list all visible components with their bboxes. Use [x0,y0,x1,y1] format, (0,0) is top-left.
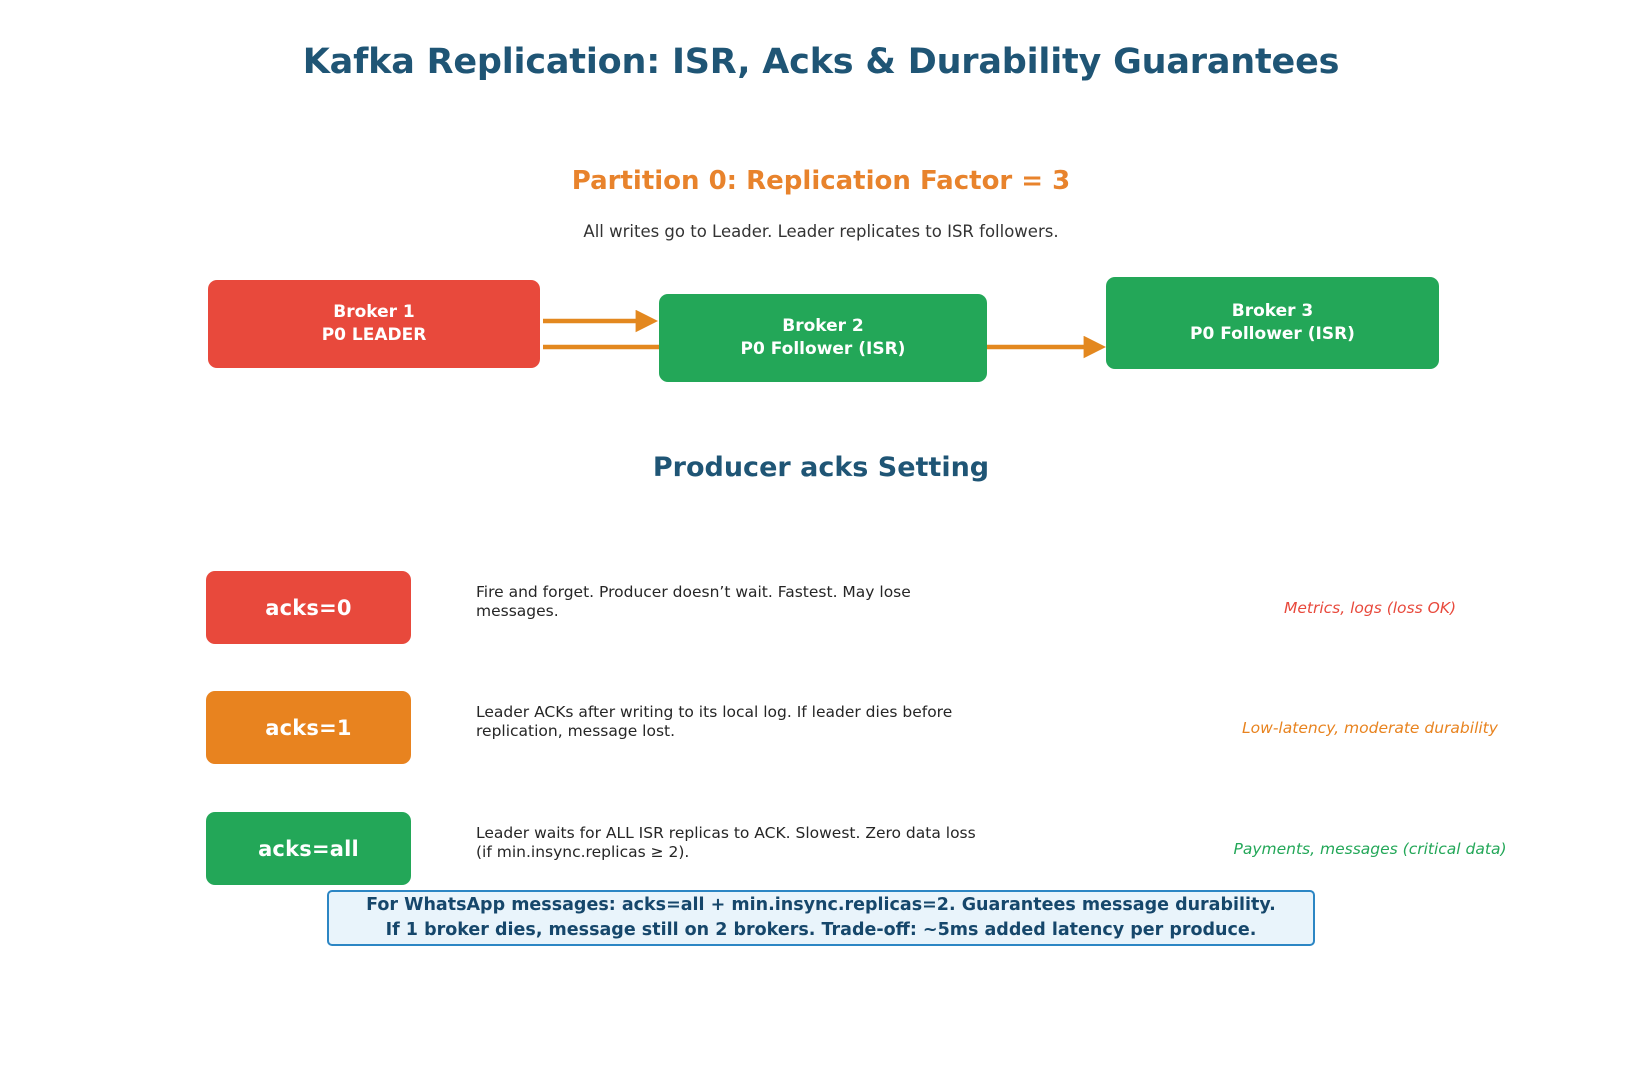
producer-acks-heading: Producer acks Setting [652,452,990,483]
broker-role: P0 Follower (ISR) [1190,324,1355,344]
partition-subtitle: All writes go to Leader. Leader replicat… [583,222,1059,241]
broker-role: P0 Follower (ISR) [740,339,906,359]
acks-usecase: Low-latency, moderate durability [1242,719,1498,737]
page-title: Kafka Replication: ISR, Acks & Durabilit… [302,42,1340,82]
broker-box-follower-2[interactable]: Broker 3 P0 Follower (ISR) [1106,277,1439,369]
acks-pill-label: acks=all [258,836,359,861]
acks-row: acks=1 Leader ACKs after writing to its … [0,691,1642,771]
acks-pill-1[interactable]: acks=1 [206,691,411,764]
acks-row: acks=all Leader waits for ALL ISR replic… [0,812,1642,892]
acks-row: acks=0 Fire and forget. Producer doesn’t… [0,571,1642,651]
acks-usecase: Payments, messages (critical data) [1233,840,1507,858]
acks-pill-label: acks=1 [265,715,352,740]
durability-callout: For WhatsApp messages: acks=all + min.in… [327,890,1315,946]
broker-box-leader[interactable]: Broker 1 P0 LEADER [208,280,540,368]
acks-description: Fire and forget. Producer doesn’t wait. … [476,583,911,621]
broker-box-follower-1[interactable]: Broker 2 P0 Follower (ISR) [659,294,987,382]
acks-pill-0[interactable]: acks=0 [206,571,411,644]
acks-pill-all[interactable]: acks=all [206,812,411,885]
broker-name: Broker 2 [782,316,864,337]
broker-name: Broker 3 [1231,301,1314,322]
acks-description: Leader waits for ALL ISR replicas to ACK… [476,824,976,862]
callout-line-2: If 1 broker dies, message still on 2 bro… [385,920,1257,940]
callout-line-1: For WhatsApp messages: acks=all + min.in… [366,894,1276,915]
partition-heading: Partition 0: Replication Factor = 3 [571,166,1071,196]
acks-usecase: Metrics, logs (loss OK) [1283,599,1457,617]
acks-pill-label: acks=0 [265,595,352,620]
acks-description: Leader ACKs after writing to its local l… [476,703,953,741]
broker-name: Broker 1 [333,302,415,323]
broker-role: P0 LEADER [321,325,427,345]
